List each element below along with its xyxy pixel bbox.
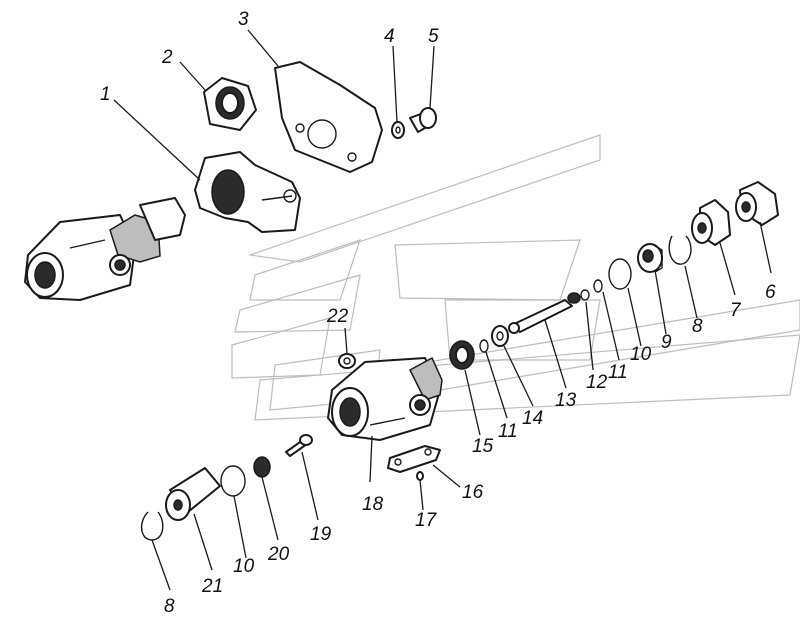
leader-10a [627, 287, 642, 347]
part-1-bracket [194, 151, 301, 233]
part-20-spring [253, 456, 271, 478]
part-16-cover-plate [387, 445, 441, 473]
part-17-screw [416, 471, 424, 481]
callout-3: 3 [238, 9, 249, 30]
callout-2: 2 [161, 47, 173, 68]
part-19-pin [285, 434, 313, 457]
leader-18 [369, 435, 373, 483]
part-10-o-ring [608, 258, 632, 290]
leader-21 [193, 513, 213, 571]
leader-2 [179, 61, 206, 91]
callout-5: 5 [428, 26, 439, 47]
callout-21: 21 [201, 576, 223, 597]
callout-12: 12 [586, 372, 608, 393]
part-7-piston [691, 199, 731, 246]
callout-labels: 1 2 3 4 5 6 7 8 9 10 11 12 13 14 11 15 1… [100, 9, 776, 617]
leader-6 [759, 221, 772, 274]
part-18-valve-body [327, 356, 443, 441]
callout-14: 14 [522, 408, 543, 429]
leader-16 [432, 464, 461, 488]
leader-19 [301, 451, 319, 521]
leader-11b [485, 351, 508, 419]
callout-22: 22 [326, 306, 349, 327]
part-8-snap-ring [668, 235, 692, 265]
part-4-washer [391, 121, 405, 139]
callout-8: 8 [692, 316, 703, 337]
leader-5 [429, 45, 435, 109]
leader-17 [419, 479, 424, 511]
leader-lines [113, 29, 772, 591]
watermark-emblem [231, 134, 800, 421]
part-10-o-ring-lower [220, 465, 246, 497]
callout-19: 19 [310, 524, 332, 545]
part-2-nut [203, 77, 257, 131]
callout-8-lower: 8 [164, 596, 175, 617]
part-13-stem [508, 292, 581, 334]
part-14-washer [491, 325, 509, 347]
callout-10-lower: 10 [233, 556, 255, 577]
callout-20: 20 [267, 544, 290, 565]
leader-13 [544, 319, 567, 389]
part-12-washer [580, 289, 590, 301]
part-15-spring [449, 340, 475, 370]
callout-17: 17 [415, 510, 438, 531]
leader-8a [684, 265, 698, 319]
leader-3 [247, 29, 279, 67]
callout-9: 9 [661, 332, 672, 353]
part-22-ring [338, 353, 356, 369]
part-3-gasket [274, 61, 383, 173]
leader-22 [344, 327, 348, 354]
leader-10b [233, 495, 247, 559]
part-9-seat [637, 243, 663, 273]
part-8-snap-ring-lower [141, 511, 164, 541]
callout-13: 13 [555, 390, 577, 411]
leader-12 [585, 301, 594, 371]
callout-10: 10 [630, 344, 652, 365]
valve-assembly [24, 197, 186, 301]
callout-4: 4 [384, 26, 395, 47]
leader-8b [151, 539, 171, 591]
leader-1 [113, 99, 201, 181]
callout-18: 18 [362, 494, 384, 515]
leader-20 [261, 476, 279, 541]
callout-1: 1 [100, 84, 111, 105]
callout-6: 6 [765, 282, 776, 303]
part-11-ring [593, 279, 603, 293]
callout-16: 16 [462, 482, 484, 503]
leader-15 [464, 369, 481, 436]
callout-15: 15 [472, 436, 494, 457]
leader-7 [719, 242, 736, 296]
part-21-piston [165, 467, 221, 521]
part-11-ring-lower [479, 339, 489, 353]
callout-11-lower: 11 [498, 421, 518, 442]
part-6-cap [735, 181, 779, 226]
callout-7: 7 [730, 300, 742, 321]
leader-4 [392, 45, 398, 123]
leader-9 [654, 269, 667, 335]
callout-11: 11 [608, 362, 628, 383]
part-5-screw [409, 107, 437, 133]
leader-11a [602, 291, 620, 361]
leader-14 [503, 345, 534, 407]
